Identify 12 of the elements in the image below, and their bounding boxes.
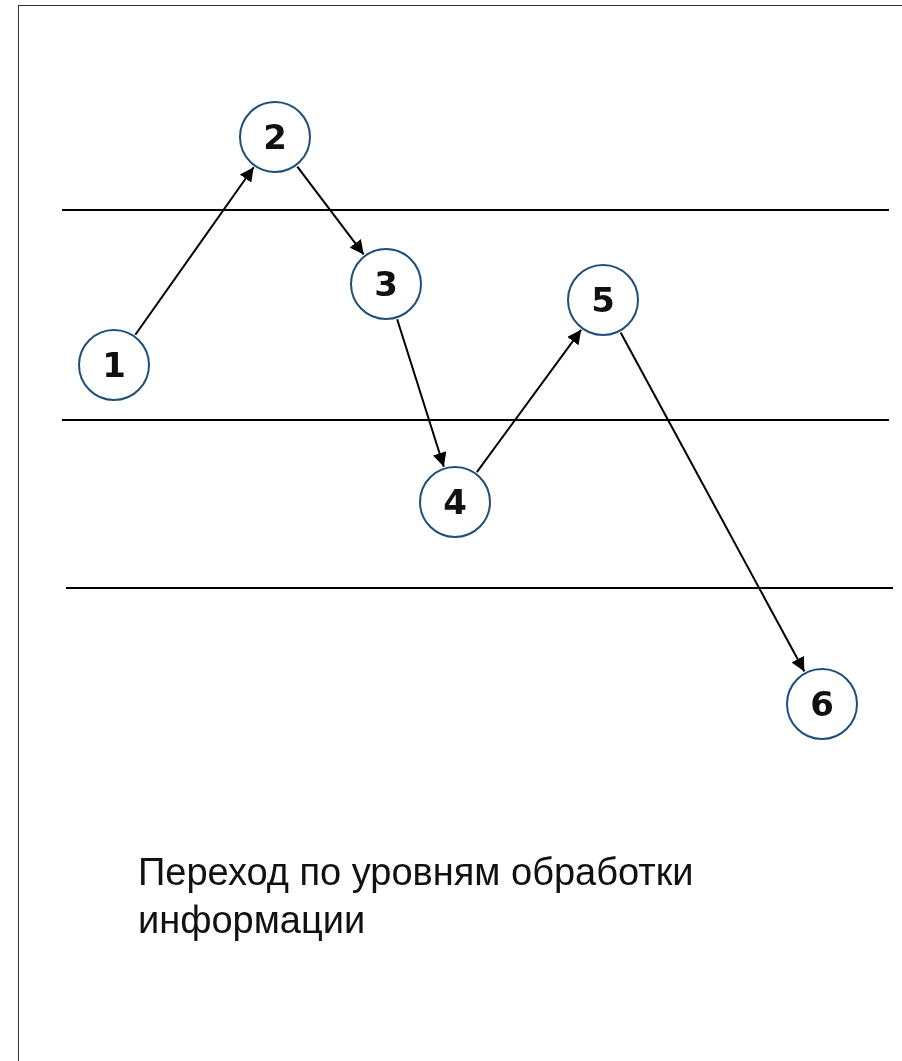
arrow <box>619 331 806 673</box>
arrow <box>396 318 447 468</box>
numbered-circle: 6 <box>786 668 858 740</box>
numbered-circle: 2 <box>239 101 311 173</box>
arrow <box>475 328 583 474</box>
arrow <box>134 166 255 336</box>
numbered-circle: 4 <box>419 466 491 538</box>
numbered-circle: 5 <box>567 264 639 336</box>
numbered-circle: 1 <box>78 329 150 401</box>
arrow <box>296 165 365 256</box>
numbered-circle: 3 <box>350 248 422 320</box>
caption: Переход по уровням обработки информации <box>138 850 695 943</box>
